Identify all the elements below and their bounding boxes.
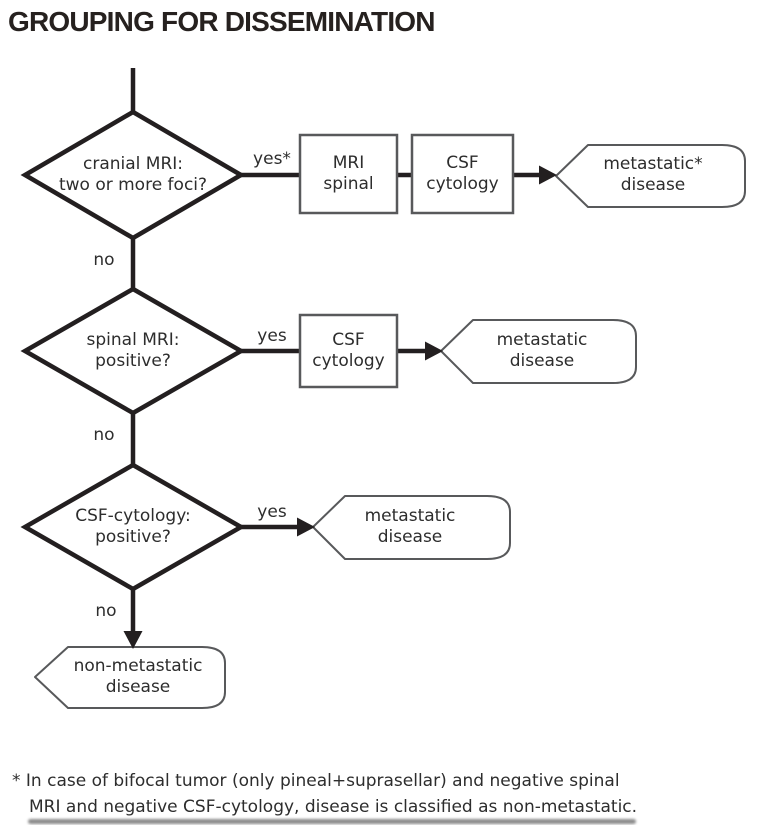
scan-artifact-strip bbox=[28, 819, 636, 824]
process-line: CSF bbox=[446, 153, 479, 173]
terminal-line: disease bbox=[620, 175, 686, 195]
terminal-metastatic-disease-1 bbox=[555, 144, 746, 208]
decision-spinal-mri-label: spinal MRI: positive? bbox=[33, 330, 233, 372]
edge-label-yes-1: yes* bbox=[253, 149, 291, 169]
decision-line: positive? bbox=[95, 351, 171, 371]
process-csf-cytology-row1 bbox=[410, 133, 515, 215]
edge-label-yes-2: yes bbox=[257, 326, 287, 346]
edge-label-no-3: no bbox=[95, 601, 117, 621]
terminal-line: metastatic bbox=[496, 330, 588, 350]
process-line: cytology bbox=[312, 351, 385, 371]
terminal-metastatic-2-label: metastatic disease bbox=[462, 330, 622, 372]
process-csf-cytology-row1-label: CSF cytology bbox=[412, 153, 513, 195]
terminal-line: non-metastatic bbox=[73, 656, 203, 676]
terminal-metastatic-3-label: metastatic disease bbox=[330, 506, 490, 548]
process-csf-cytology-row2 bbox=[298, 313, 399, 389]
process-line: MRI bbox=[332, 153, 365, 173]
terminal-line: metastatic bbox=[364, 506, 456, 526]
process-mri-spinal-label: MRI spinal bbox=[300, 153, 397, 195]
arrowhead-terminal2 bbox=[425, 341, 443, 361]
terminal-line: disease bbox=[377, 527, 443, 547]
edge-label-yes-3: yes bbox=[257, 502, 287, 522]
arrowhead-terminal4 bbox=[123, 631, 143, 649]
decision-line: spinal MRI: bbox=[86, 330, 180, 350]
terminal-metastatic-1-label: metastatic* disease bbox=[573, 154, 733, 196]
process-line: spinal bbox=[323, 174, 374, 194]
arrowhead-terminal1 bbox=[539, 165, 557, 185]
footnote-line-1: * In case of bifocal tumor (only pineal+… bbox=[12, 771, 620, 791]
terminal-metastatic-disease-2 bbox=[440, 319, 637, 384]
decision-line: cranial MRI: bbox=[82, 154, 184, 174]
terminal-non-metastatic-disease bbox=[34, 646, 226, 709]
decision-cranial-mri bbox=[20, 109, 246, 241]
edge-label-no-2: no bbox=[93, 425, 115, 445]
process-line: CSF bbox=[332, 330, 365, 350]
footnote: * In case of bifocal tumor (only pineal+… bbox=[12, 768, 637, 820]
terminal-non-metastatic-label: non-metastatic disease bbox=[55, 656, 221, 698]
footnote-line-2: MRI and negative CSF-cytology, disease i… bbox=[29, 797, 638, 817]
decision-csf-cytology bbox=[20, 462, 246, 592]
process-line: cytology bbox=[426, 174, 499, 194]
arrowhead-terminal3 bbox=[297, 517, 315, 537]
edge-label-no-1: no bbox=[93, 250, 115, 270]
terminal-line: metastatic* bbox=[603, 154, 703, 174]
process-csf-cytology-row2-label: CSF cytology bbox=[300, 330, 397, 372]
process-mri-spinal bbox=[298, 133, 399, 215]
decision-line: CSF-cytology: bbox=[75, 506, 191, 526]
terminal-metastatic-disease-3 bbox=[312, 495, 511, 560]
terminal-line: disease bbox=[509, 351, 575, 371]
terminal-line: disease bbox=[105, 677, 171, 697]
decision-line: positive? bbox=[95, 527, 171, 547]
decision-cranial-mri-label: cranial MRI: two or more foci? bbox=[33, 154, 233, 196]
decision-line: two or more foci? bbox=[58, 175, 208, 195]
page-title: GROUPING FOR DISSEMINATION bbox=[8, 6, 436, 37]
decision-csf-cytology-label: CSF-cytology: positive? bbox=[33, 506, 233, 548]
decision-spinal-mri bbox=[20, 286, 246, 416]
